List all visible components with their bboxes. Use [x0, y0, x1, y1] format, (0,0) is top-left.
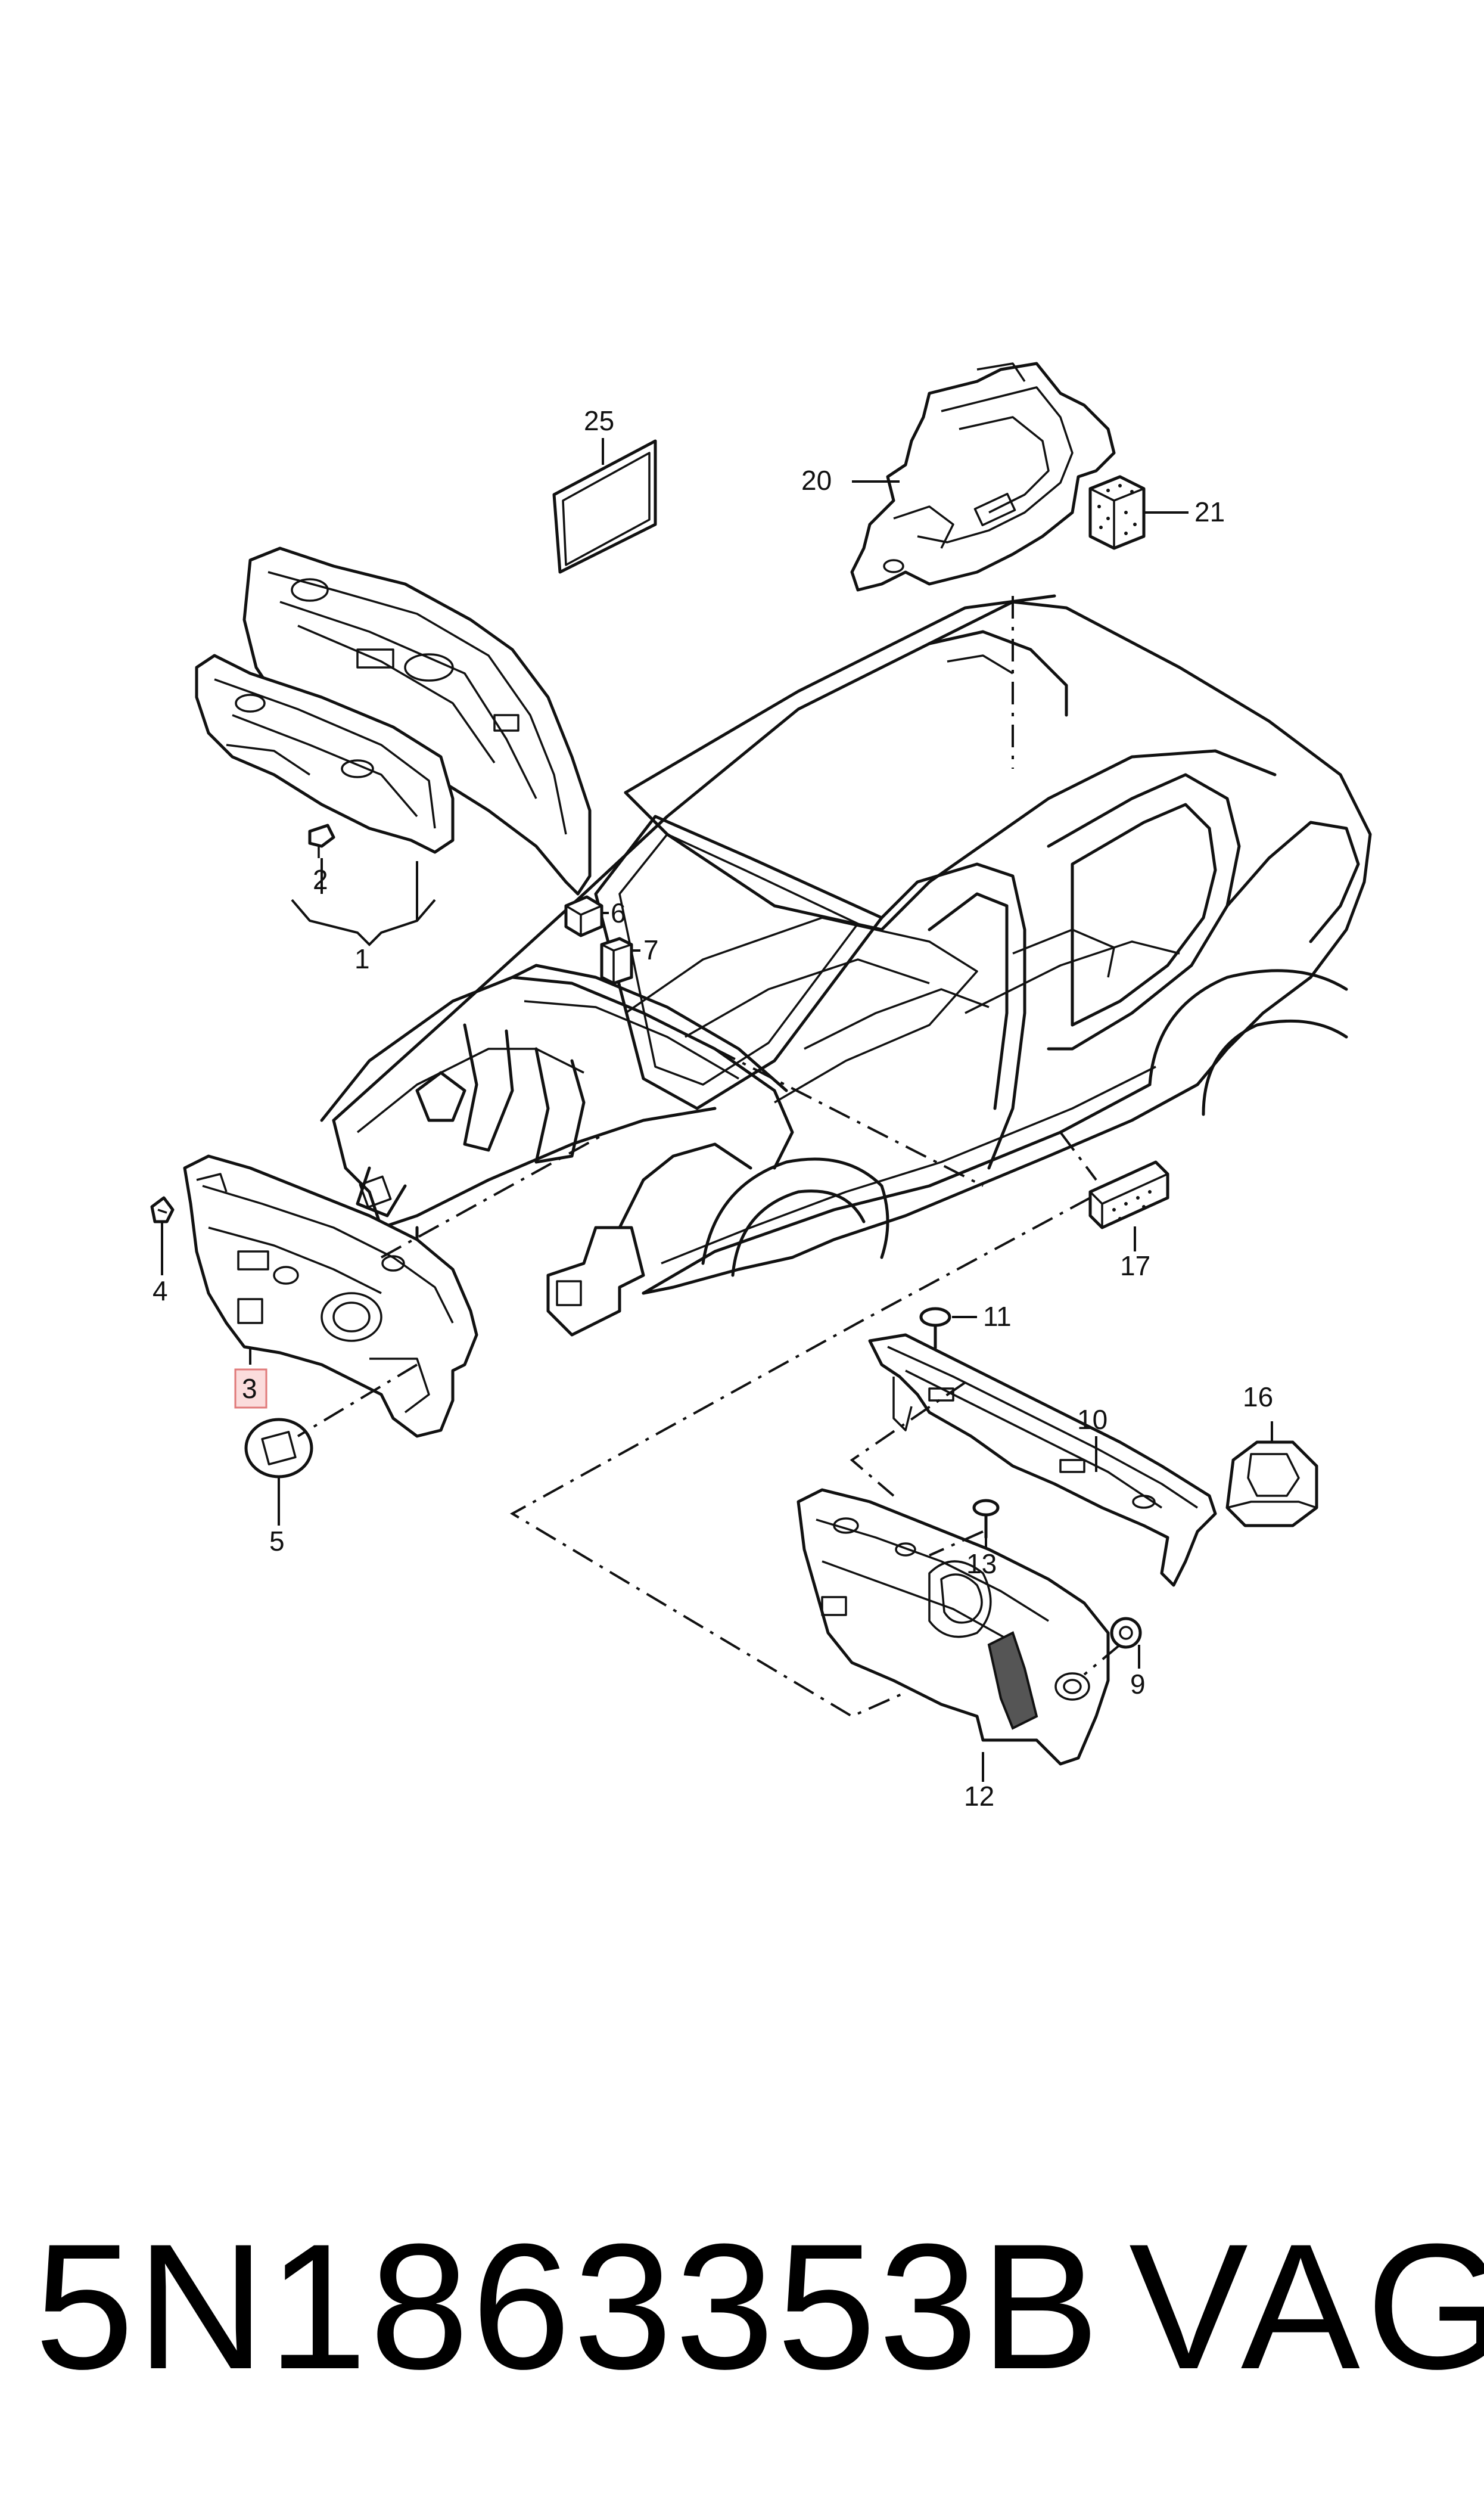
callout-11[interactable]: 11 [983, 1301, 1012, 1332]
callout-16[interactable]: 16 [1243, 1381, 1273, 1412]
hood-with-insulation [195, 546, 592, 896]
callout-12[interactable]: 12 [964, 1781, 994, 1812]
car-body-shell [320, 594, 1372, 1337]
callout-7[interactable]: 7 [643, 934, 659, 965]
callout-6[interactable]: 6 [611, 897, 626, 928]
callout-25[interactable]: 25 [584, 405, 614, 436]
part-16-buffer [1225, 1440, 1318, 1527]
part-number-caption: 5N1863353B [35, 2206, 1102, 2406]
callout-20[interactable]: 20 [801, 465, 832, 496]
callout-3-highlight [234, 1368, 267, 1409]
brand-caption: VAG [1129, 2206, 1484, 2406]
part-25-insulation-mat [552, 439, 657, 574]
callout-13[interactable]: 13 [966, 1548, 997, 1579]
callout-10[interactable]: 10 [1077, 1404, 1107, 1435]
assembly-lines [297, 596, 1121, 1718]
part-13-screw [972, 1499, 1000, 1539]
part-11-clip [919, 1307, 951, 1350]
part-20-wheel-housing-insulation [850, 362, 1116, 592]
part-21-foam-block [1088, 475, 1146, 550]
callout-17[interactable]: 17 [1120, 1250, 1150, 1281]
part-3-firewall-insulation [183, 1154, 478, 1438]
part-12-firewall-insulation [797, 1488, 1110, 1766]
part-5-grommet [244, 1418, 313, 1479]
callout-2[interactable]: 2 [313, 864, 328, 895]
callout-3[interactable]: 3 [242, 1373, 257, 1404]
part-4-clip [150, 1196, 175, 1223]
part-2-clip [308, 824, 335, 858]
callouts: 25 20 21 6 7 2 1 4 3 5 11 10 16 17 13 9 … [153, 405, 1273, 1812]
callout-1[interactable]: 1 [354, 943, 370, 974]
callout-5[interactable]: 5 [269, 1526, 285, 1557]
callout-21[interactable]: 21 [1194, 496, 1225, 527]
part-17-foam-strip [1088, 1160, 1169, 1229]
leader-lines [161, 438, 1273, 1782]
part-9-grommet [1110, 1617, 1142, 1649]
callout-4[interactable]: 4 [153, 1275, 168, 1306]
callout-9[interactable]: 9 [1130, 1669, 1146, 1700]
parts-6-7-blocks [564, 895, 633, 985]
